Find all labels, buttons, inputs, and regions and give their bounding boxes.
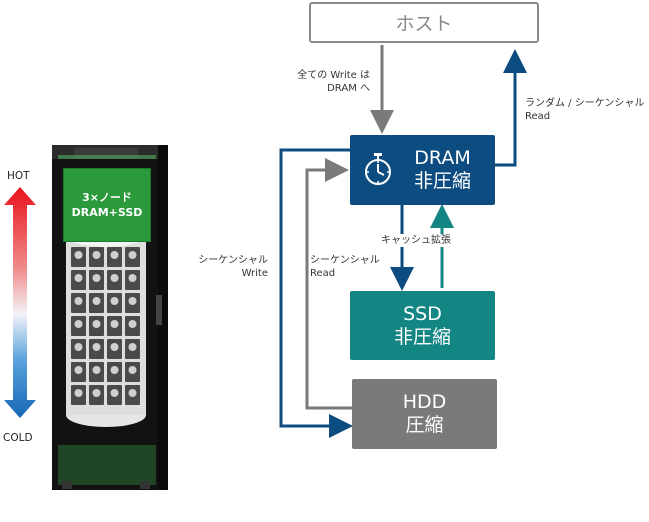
drive-platter	[110, 389, 119, 397]
rack-node-count: 3×ノード	[82, 191, 132, 204]
all-write-label: 全ての Write は DRAM へ	[297, 69, 370, 95]
drive-platter	[74, 343, 83, 351]
hdd-title: HDD	[402, 391, 447, 413]
drive-platter	[92, 343, 101, 351]
rack-node-label: 3×ノード DRAM+SSD	[63, 168, 151, 242]
drive-platter	[92, 320, 101, 328]
cold-label: COLD	[3, 432, 33, 444]
drive-platter	[92, 366, 101, 374]
drive-platter	[92, 251, 101, 259]
drive-platter	[128, 343, 137, 351]
drive-platter	[74, 274, 83, 282]
random-read-label-line1: ランダム / シーケンシャル	[525, 98, 645, 109]
drive-platter	[74, 297, 83, 305]
dram-box: DRAM 非圧縮	[350, 135, 495, 205]
dram-title: DRAM	[414, 147, 471, 169]
drive-platter	[92, 274, 101, 282]
sequential-read-label-line2: Read	[310, 268, 336, 279]
all-write-label-line1: 全ての Write は	[297, 70, 370, 81]
edge-sequential-read	[305, 158, 352, 410]
drive-platter	[128, 274, 137, 282]
rack-node-type: DRAM+SSD	[71, 206, 143, 219]
sequential-write-label-line2: Write	[241, 268, 268, 279]
drive-platter	[74, 366, 83, 374]
temperature-arrow	[4, 187, 36, 418]
drive-platter	[92, 389, 101, 397]
drive-platter	[74, 320, 83, 328]
drive-platter	[128, 251, 137, 259]
sequential-write-label: シーケンシャル Write	[196, 254, 268, 280]
edge-sequential-write	[279, 148, 353, 438]
drive-platter	[74, 251, 83, 259]
drive-platter	[110, 320, 119, 328]
random-read-label-line2: Read	[525, 111, 551, 122]
all-write-label-line2: DRAM へ	[327, 83, 370, 94]
ssd-title: SSD	[403, 302, 442, 325]
hdd-box: HDD 圧縮	[352, 379, 497, 449]
drive-platter	[128, 389, 137, 397]
drive-platter	[110, 343, 119, 351]
host-label: ホスト	[395, 13, 453, 35]
drive-platter	[110, 297, 119, 305]
drive-platter	[92, 297, 101, 305]
dram-subtitle: 非圧縮	[413, 170, 471, 192]
cache-extension-label: キャッシュ拡張	[379, 234, 453, 247]
drive-platter	[74, 389, 83, 397]
host-box: ホスト	[309, 2, 539, 43]
drive-platter	[128, 297, 137, 305]
hot-label: HOT	[7, 170, 30, 182]
server-rack-illustration	[52, 145, 168, 490]
sequential-read-label: シーケンシャル Read	[310, 254, 380, 280]
sequential-write-label-line1: シーケンシャル	[198, 255, 268, 266]
sequential-read-label-line1: シーケンシャル	[310, 255, 380, 266]
stopwatch-icon	[365, 153, 391, 185]
ssd-box: SSD 非圧縮	[350, 291, 495, 360]
drive-platter	[110, 274, 119, 282]
ssd-subtitle: 非圧縮	[393, 325, 451, 348]
drive-platter	[110, 366, 119, 374]
hdd-subtitle: 圧縮	[405, 414, 444, 436]
drive-platter	[110, 251, 119, 259]
edge-random-read	[495, 49, 527, 167]
random-read-label: ランダム / シーケンシャル Read	[525, 97, 644, 123]
drive-platter	[128, 366, 137, 374]
drive-platter	[128, 320, 137, 328]
